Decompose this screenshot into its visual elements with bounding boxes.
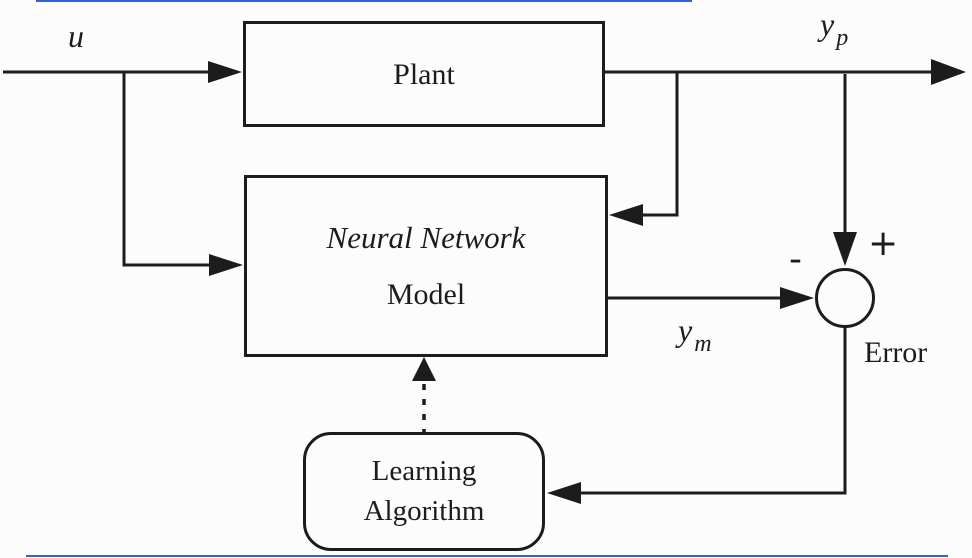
arrowhead-into-learning (547, 482, 581, 504)
neural-network-label-line2: Model (386, 277, 466, 311)
bottom-edge-line (26, 555, 948, 557)
plant-label: Plant (393, 57, 455, 91)
wire-error-to-learning (580, 327, 847, 495)
signal-label-ym: ym (678, 312, 712, 357)
signal-label-ym-sub: m (694, 331, 712, 357)
arrowhead-into-nn-right (609, 204, 643, 226)
plus-sign: + (868, 223, 899, 264)
arrowhead-into-sum-top (833, 232, 857, 266)
top-edge-line (36, 0, 692, 2)
arrowhead-plant-output (931, 59, 966, 85)
neural-network-label-line1: Neural Network (326, 220, 526, 256)
learning-algorithm-label-line1: Learning (371, 454, 477, 487)
wire-plant-to-nn (642, 72, 679, 217)
signal-label-ym-base: y (678, 312, 693, 348)
plant-block: Plant (243, 21, 605, 127)
signal-label-u: u (68, 18, 84, 54)
arrowhead-into-sum-left (780, 287, 814, 309)
neural-network-block: Neural Network Model (244, 175, 608, 357)
summing-junction (815, 268, 875, 328)
arrowhead-into-plant (208, 61, 242, 83)
error-label: Error (864, 336, 928, 369)
arrowhead-dashed-into-nn (412, 357, 436, 381)
signal-label-yp-sub: p (836, 25, 849, 51)
minus-sign: - (789, 239, 802, 280)
arrowhead-into-nn-left (209, 254, 243, 276)
learning-algorithm-label-line2: Algorithm (363, 494, 485, 527)
wire-input-to-nn (122, 72, 212, 267)
signal-label-yp-base: y (820, 6, 835, 42)
learning-algorithm-block: Learning Algorithm (303, 432, 545, 551)
signal-label-yp: yp (820, 6, 848, 51)
